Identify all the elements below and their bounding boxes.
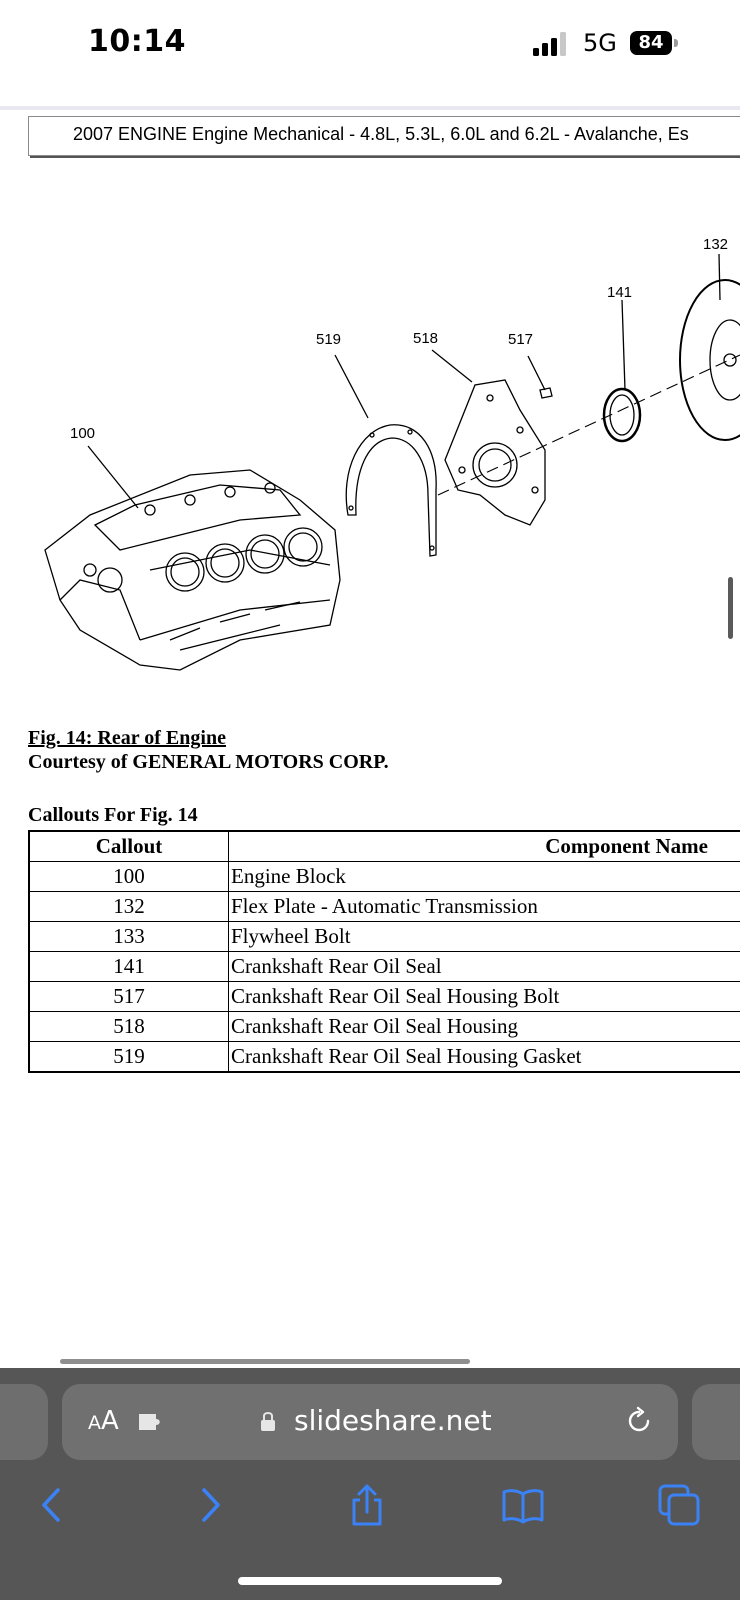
previous-tab-preview[interactable] (0, 1384, 48, 1460)
status-time: 10:14 (88, 24, 186, 59)
engine-diagram: 100 519 518 517 141 132 (44, 236, 740, 671)
table-row: 518 Crankshaft Rear Oil Seal Housing (28, 1011, 740, 1042)
forward-icon[interactable] (188, 1482, 234, 1528)
table-title: Callouts For Fig. 14 (28, 804, 198, 826)
network-type: 5G (583, 29, 617, 57)
table-row: 519 Crankshaft Rear Oil Seal Housing Gas… (28, 1041, 740, 1073)
back-icon[interactable] (28, 1482, 74, 1528)
callout-label-517: 517 (508, 331, 533, 348)
battery-level: 84 (630, 31, 672, 55)
cell-callout: 100 (28, 861, 229, 892)
signal-icon (533, 32, 566, 56)
cell-callout: 519 (28, 1041, 229, 1073)
column-header-callout: Callout (28, 830, 229, 862)
reload-icon[interactable] (624, 1406, 654, 1436)
cell-component-name: Crankshaft Rear Oil Seal Housing Bolt (228, 981, 740, 1012)
document-header: 2007 ENGINE Engine Mechanical - 4.8L, 5.… (28, 116, 740, 156)
cell-component-name: Crankshaft Rear Oil Seal (228, 951, 740, 982)
next-tab-preview[interactable] (692, 1384, 740, 1460)
puzzle-icon[interactable] (136, 1410, 166, 1434)
cell-callout: 132 (28, 891, 229, 922)
status-bar: 10:14 5G 84 (0, 0, 740, 100)
home-indicator[interactable] (238, 1577, 502, 1585)
cell-component-name: Crankshaft Rear Oil Seal Housing Gasket (228, 1041, 740, 1073)
figure-courtesy: Courtesy of GENERAL MOTORS CORP. (28, 751, 389, 773)
cell-component-name: Crankshaft Rear Oil Seal Housing (228, 1011, 740, 1042)
column-header-component-name: Component Name (228, 830, 740, 862)
share-icon[interactable] (344, 1482, 390, 1528)
cell-component-name: Engine Block (228, 861, 740, 892)
callout-label-519: 519 (316, 331, 341, 348)
reader-options-button[interactable]: AA (88, 1406, 119, 1436)
tabs-icon[interactable] (656, 1482, 702, 1528)
url-text[interactable]: slideshare.net (294, 1404, 492, 1437)
cell-callout: 517 (28, 981, 229, 1012)
callout-label-132: 132 (703, 236, 728, 253)
address-bar[interactable]: AA slideshare.net (62, 1384, 678, 1460)
table-row: 132 Flex Plate - Automatic Transmission (28, 891, 740, 922)
callout-label-141: 141 (607, 284, 632, 301)
figure-caption: Fig. 14: Rear of Engine Courtesy of GENE… (28, 726, 389, 774)
table-header-row: Callout Component Name (28, 830, 740, 862)
table-row: 141 Crankshaft Rear Oil Seal (28, 951, 740, 982)
callout-label-518: 518 (413, 330, 438, 347)
table-row: 133 Flywheel Bolt (28, 921, 740, 952)
battery-icon: 84 (630, 31, 680, 55)
scroll-indicator[interactable] (728, 577, 733, 639)
figure-title: Fig. 14: Rear of Engine (28, 727, 226, 749)
cell-callout: 133 (28, 921, 229, 952)
bookmarks-icon[interactable] (500, 1482, 546, 1528)
page-scroll-bar[interactable] (60, 1359, 470, 1364)
lock-icon (261, 1412, 275, 1431)
cell-component-name: Flex Plate - Automatic Transmission (228, 891, 740, 922)
divider (0, 106, 740, 110)
table-row: 100 Engine Block (28, 861, 740, 892)
table-row: 517 Crankshaft Rear Oil Seal Housing Bol… (28, 981, 740, 1012)
cell-callout: 141 (28, 951, 229, 982)
callouts-table: Callout Component Name 100 Engine Block … (28, 830, 740, 1073)
callout-label-100: 100 (70, 425, 95, 442)
cell-callout: 518 (28, 1011, 229, 1042)
document-header-text: 2007 ENGINE Engine Mechanical - 4.8L, 5.… (73, 124, 689, 144)
cell-component-name: Flywheel Bolt (228, 921, 740, 952)
